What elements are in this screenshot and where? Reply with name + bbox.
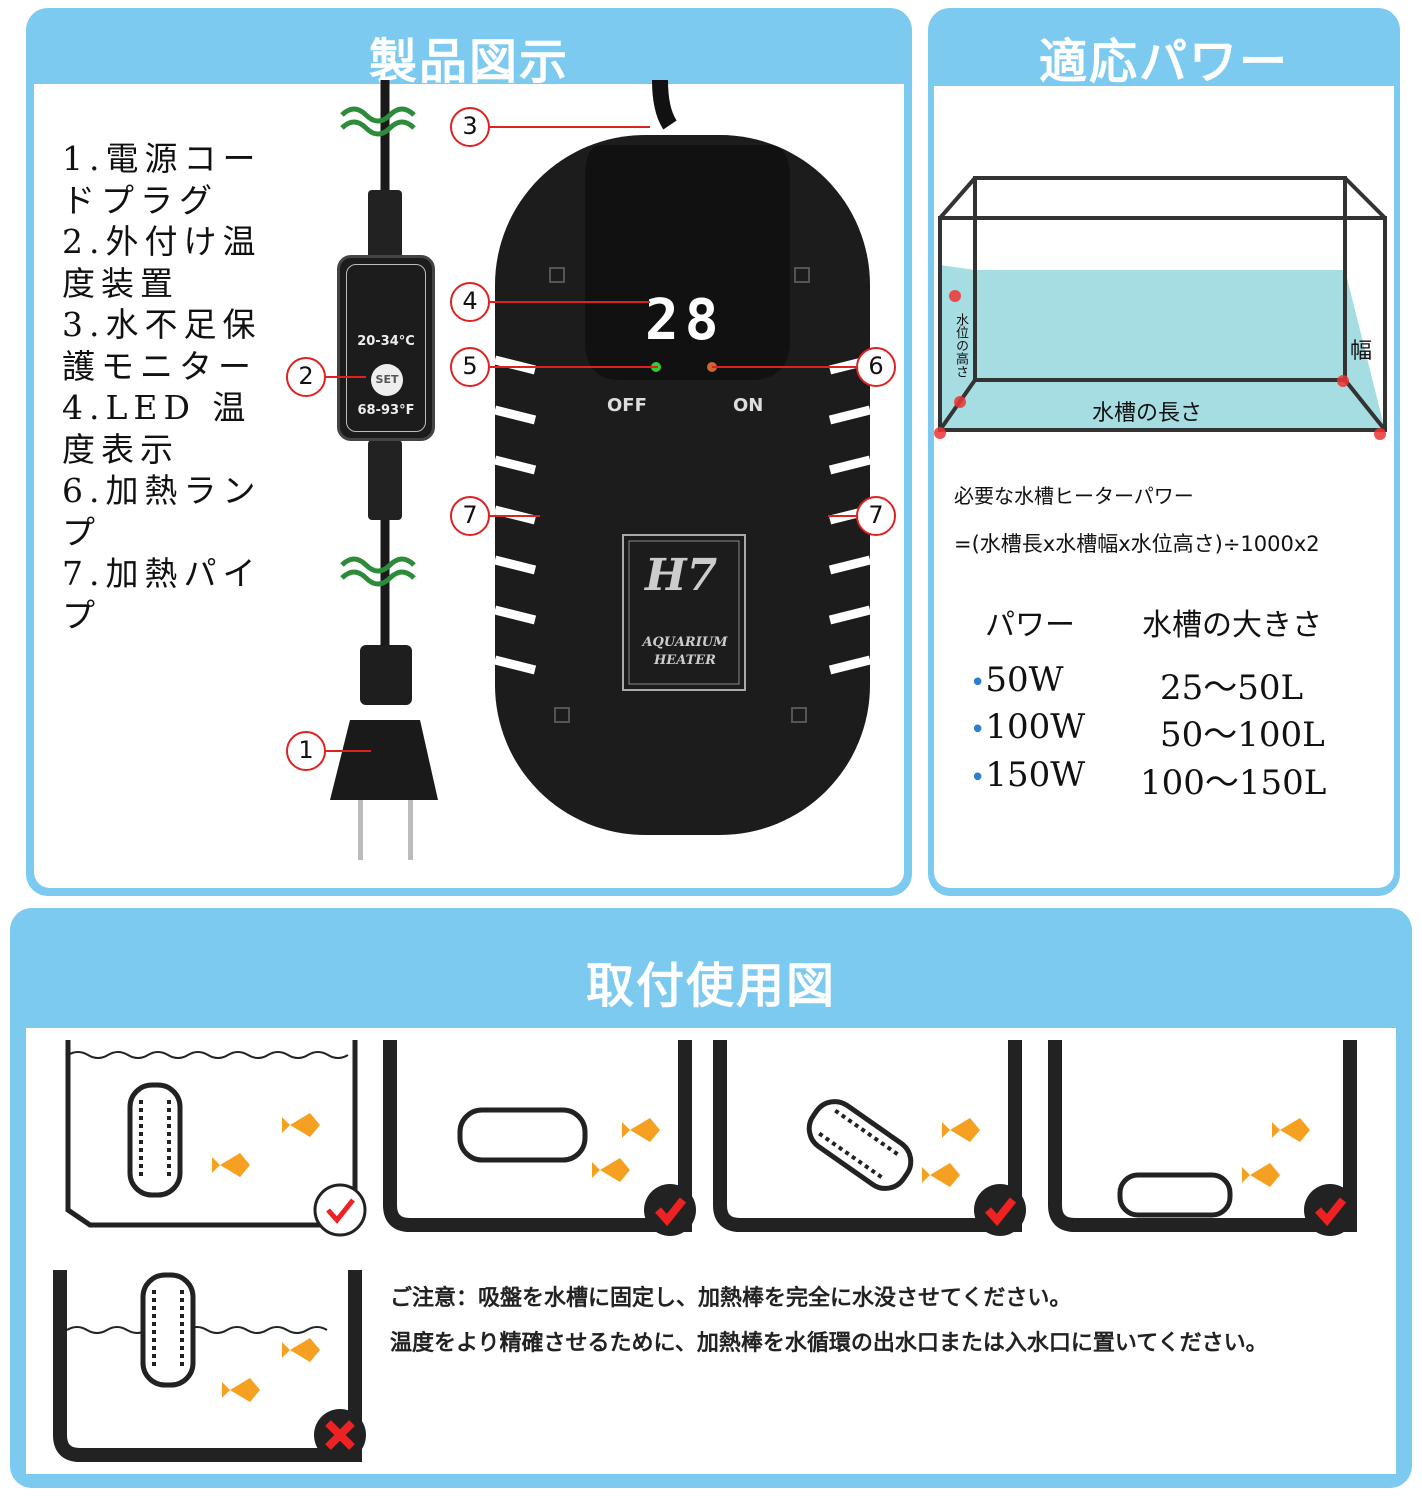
feature-list: 1.電源コードプラグ 2.外付け温度装置 3.水不足保護モニター 4.LED 温… <box>62 138 277 636</box>
power-title: 適応パワー <box>1038 34 1289 90</box>
feature-item: 6.加熱ランプ <box>62 471 262 552</box>
on-label: ON <box>733 395 764 416</box>
callout-7-right: 7 <box>856 496 896 536</box>
installation-diagrams <box>53 1040 1357 1462</box>
install-note-2: 温度をより精確させるために、加熱棒を水循環の出水口または入水口に置いてください。 <box>390 1331 1268 1356</box>
watt: 100W <box>985 707 1086 747</box>
product-title: 製品図示 <box>368 34 569 90</box>
feature-item: 3.水不足保護モニター <box>62 305 262 386</box>
tank-illustration <box>934 176 1387 440</box>
callout-3: 3 <box>450 107 490 147</box>
logo-line2: HEATER <box>654 653 716 668</box>
callout-1: 1 <box>286 731 326 771</box>
callout-7-left: 7 <box>450 496 490 536</box>
led-display: 28 <box>645 288 725 353</box>
size: 50～100L <box>1160 715 1325 755</box>
diagram-correct-2 <box>383 1040 696 1236</box>
feature-item: 7.加熱パイプ <box>62 554 262 635</box>
tank-height-label: 水位の高さ <box>953 313 968 378</box>
diagram-wrong <box>53 1270 366 1462</box>
fahrenheit-range: 68-93°F <box>357 403 415 418</box>
power-row: •150W <box>970 755 1086 795</box>
install-note-1: ご注意：吸盤を水槽に固定し、加熱棒を完全に水没させてください。 <box>390 1286 1072 1311</box>
callout-4: 4 <box>450 282 490 322</box>
power-row: •100W <box>970 707 1086 747</box>
off-label: OFF <box>607 395 647 416</box>
set-button[interactable]: SET <box>371 364 403 396</box>
callout-5: 5 <box>450 347 490 387</box>
feature-item: 1.電源コードプラグ <box>62 139 262 220</box>
formula: =(水槽長x水槽幅x水位高さ)÷1000x2 <box>954 532 1320 556</box>
formula-title: 必要な水槽ヒーターパワー <box>954 484 1194 508</box>
feature-item: 4.LED 温度表示 <box>62 388 252 469</box>
tank-length-label: 水槽の長さ <box>1092 401 1203 426</box>
callout-6: 6 <box>856 347 896 387</box>
power-row: •50W <box>970 660 1064 700</box>
size: 100～150L <box>1140 763 1327 803</box>
size: 25～50L <box>1160 668 1304 708</box>
celsius-range: 20-34°C <box>357 334 415 349</box>
tank-width-label: 幅 <box>1350 339 1373 364</box>
header-tank-size: 水槽の大きさ <box>1142 608 1322 643</box>
diagram-correct-3 <box>713 1040 1026 1236</box>
diagram-correct-1 <box>65 1040 367 1237</box>
callout-2: 2 <box>286 357 326 397</box>
heater-body <box>493 80 872 835</box>
watt: 150W <box>985 755 1086 795</box>
logo-line1: AQUARIUM <box>642 635 728 650</box>
watt: 50W <box>985 660 1064 700</box>
header-power: パワー <box>985 608 1075 643</box>
install-title: 取付使用図 <box>585 958 836 1014</box>
logo-brand: H7 <box>645 550 718 601</box>
diagram-correct-4 <box>1048 1040 1357 1236</box>
power-cord-illustration <box>330 80 438 860</box>
feature-item: 2.外付け温度装置 <box>62 222 262 303</box>
temperature-controller[interactable]: 20-34°C SET 68-93°F <box>337 255 435 441</box>
